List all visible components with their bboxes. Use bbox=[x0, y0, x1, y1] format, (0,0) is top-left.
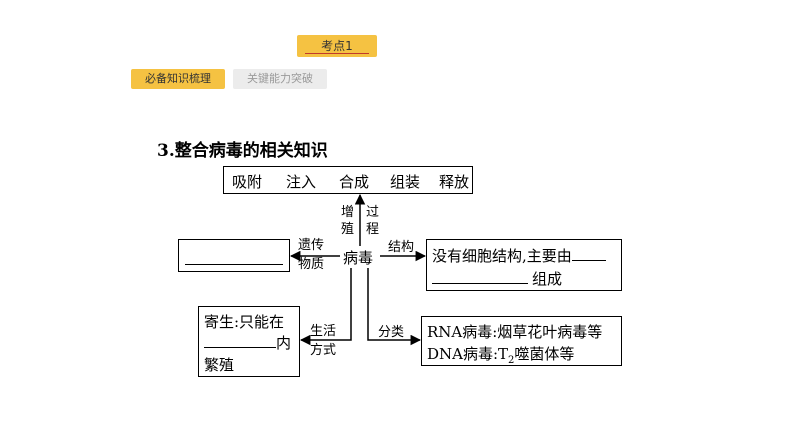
parasite-text-1: 寄生:只能在 bbox=[204, 313, 285, 331]
structure-line-1: 没有细胞结构,主要由 bbox=[432, 245, 606, 266]
parasite-line-2: 内 bbox=[204, 332, 291, 353]
label-proliferation: 增 殖 bbox=[341, 204, 354, 238]
label-genetic-2: 物质 bbox=[298, 257, 325, 272]
label-process: 过 程 bbox=[366, 204, 379, 238]
label-proliferation-2: 殖 bbox=[341, 222, 355, 237]
tab-key-ability[interactable]: 关键能力突破 bbox=[233, 69, 327, 89]
structure-text-2: 组成 bbox=[532, 270, 563, 288]
label-proliferation-1: 增 bbox=[341, 205, 355, 220]
dna-virus-subscript: 2 bbox=[508, 355, 515, 366]
arrow-to-classification bbox=[367, 268, 422, 346]
structure-box: 没有细胞结构,主要由 组成 bbox=[426, 239, 622, 291]
center-virus: 病毒 bbox=[343, 249, 374, 267]
step-release: 释放 bbox=[439, 173, 470, 191]
label-lifestyle-1: 生活 bbox=[310, 324, 337, 339]
parasite-box: 寄生:只能在 内 繁殖 bbox=[198, 306, 300, 377]
tab-kaodian-1-label: 考点1 bbox=[321, 39, 353, 53]
tab-essential-knowledge-label: 必备知识梳理 bbox=[145, 72, 211, 85]
label-classification: 分类 bbox=[378, 325, 405, 340]
label-process-2: 程 bbox=[366, 222, 380, 237]
label-process-1: 过 bbox=[366, 205, 380, 220]
label-genetic-material: 遗传 物质 bbox=[298, 236, 324, 274]
genetic-material-blank bbox=[185, 250, 283, 265]
dna-virus-prefix: DNA病毒:T bbox=[427, 345, 509, 363]
step-inject: 注入 bbox=[286, 173, 317, 191]
classification-box: RNA病毒:烟草花叶病毒等 DNA病毒:T2噬菌体等 bbox=[421, 316, 622, 366]
arrow-to-lifestyle bbox=[299, 268, 352, 346]
tab-essential-knowledge[interactable]: 必备知识梳理 bbox=[131, 69, 225, 89]
parasite-blank bbox=[204, 333, 276, 348]
structure-blank-2 bbox=[432, 269, 528, 284]
section-heading: 3.整合病毒的相关知识 bbox=[157, 136, 328, 161]
tab-key-ability-label: 关键能力突破 bbox=[247, 72, 313, 85]
heading-text: .整合病毒的相关知识 bbox=[168, 141, 328, 161]
tab-underline bbox=[305, 53, 369, 54]
structure-line-2: 组成 bbox=[432, 268, 562, 289]
step-assemble: 组装 bbox=[390, 173, 421, 191]
genetic-material-box bbox=[178, 239, 290, 272]
dna-virus: DNA病毒:T2噬菌体等 bbox=[427, 343, 574, 366]
dna-virus-suffix: 噬菌体等 bbox=[514, 345, 575, 363]
step-adsorb: 吸附 bbox=[232, 173, 263, 191]
step-synthesize: 合成 bbox=[339, 173, 370, 191]
label-structure: 结构 bbox=[388, 240, 415, 255]
rna-virus: RNA病毒:烟草花叶病毒等 bbox=[427, 323, 603, 341]
label-lifestyle-2: 方式 bbox=[310, 343, 337, 358]
parasite-text-3: 繁殖 bbox=[204, 356, 235, 374]
structure-blank-1 bbox=[571, 246, 606, 261]
structure-text-1: 没有细胞结构,主要由 bbox=[432, 247, 572, 265]
label-lifestyle: 生活 方式 bbox=[310, 322, 336, 360]
proliferation-box: 吸附 注入 合成 组装 释放 bbox=[223, 166, 473, 194]
parasite-text-2: 内 bbox=[276, 334, 292, 352]
label-genetic-1: 遗传 bbox=[298, 238, 325, 253]
tab-kaodian-1[interactable]: 考点1 bbox=[297, 35, 377, 57]
heading-number: 3 bbox=[157, 141, 169, 161]
